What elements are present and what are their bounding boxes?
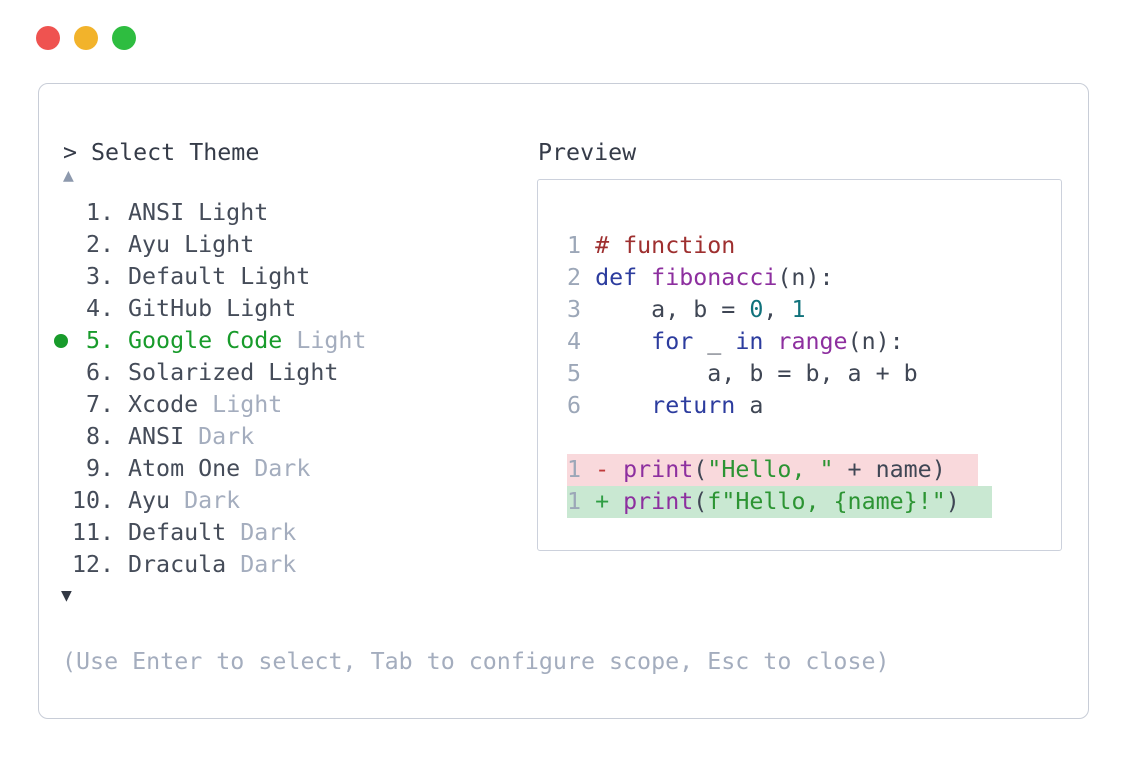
selection-marker	[53, 549, 72, 581]
theme-item-variant: Light	[282, 327, 367, 354]
prompt-caret: >	[63, 139, 78, 166]
close-button[interactable]	[36, 26, 60, 50]
theme-item-name: ANSI Light	[128, 199, 269, 226]
theme-item[interactable]: 4. GitHub Light	[39, 293, 499, 325]
theme-picker-window: > Select Theme Preview ▲ 1. ANSI Light 2.…	[38, 83, 1089, 719]
selection-marker	[53, 261, 72, 293]
theme-item[interactable]: 9. Atom One Dark	[39, 453, 499, 485]
theme-item-variant: Dark	[170, 487, 241, 514]
selection-marker	[53, 293, 72, 325]
theme-item-variant: Dark	[240, 455, 311, 482]
theme-item-number: 10.	[72, 487, 115, 514]
code-line: 5 a, b = b, a + b	[567, 360, 918, 387]
theme-item-name: Default	[128, 519, 227, 546]
minimize-button[interactable]	[74, 26, 98, 50]
selection-marker	[53, 325, 72, 357]
selection-marker	[53, 485, 72, 517]
theme-list: 1. ANSI Light 2. Ayu Light 3. Default Li…	[39, 197, 499, 581]
theme-item-name: Default Light	[128, 263, 311, 290]
theme-item-name: Ayu	[128, 487, 171, 514]
theme-item-number: 12.	[72, 551, 115, 578]
theme-item[interactable]: 7. Xcode Light	[39, 389, 499, 421]
diff-minus-sign: -	[595, 456, 610, 483]
theme-item[interactable]: 5. Google Code Light	[39, 325, 499, 357]
selection-marker	[53, 453, 72, 485]
theme-item-name: ANSI	[128, 423, 185, 450]
theme-item[interactable]: 11. Default Dark	[39, 517, 499, 549]
theme-item-name: Atom One	[128, 455, 241, 482]
theme-item-name: Dracula	[128, 551, 227, 578]
theme-item-name: Google Code	[128, 327, 283, 354]
selection-marker	[53, 517, 72, 549]
code-line: 3 a, b = 0, 1	[567, 296, 806, 323]
theme-item-number: 7.	[85, 391, 114, 418]
theme-item[interactable]: 3. Default Light	[39, 261, 499, 293]
theme-item-variant: Dark	[226, 551, 297, 578]
theme-item[interactable]: 8. ANSI Dark	[39, 421, 499, 453]
preview-panel: 1 # function 2 def fibonacci(n): 3 a, b = …	[537, 179, 1062, 551]
code-line: 2 def fibonacci(n):	[567, 264, 834, 291]
theme-item-number: 8.	[85, 423, 114, 450]
theme-item-name: GitHub Light	[128, 295, 297, 322]
scroll-up-icon[interactable]: ▲	[63, 165, 74, 186]
window-controls	[36, 26, 136, 50]
theme-item[interactable]: 2. Ayu Light	[39, 229, 499, 261]
theme-item-number: 9.	[85, 455, 114, 482]
selected-bullet-icon	[54, 334, 68, 348]
theme-item-name: Solarized Light	[128, 359, 339, 386]
theme-item-name: Xcode	[128, 391, 199, 418]
theme-item-variant: Light	[198, 391, 283, 418]
theme-item-number: 11.	[72, 519, 115, 546]
maximize-button[interactable]	[112, 26, 136, 50]
theme-item[interactable]: 6. Solarized Light	[39, 357, 499, 389]
picker-header: > Select Theme	[63, 137, 259, 169]
selection-marker	[53, 357, 72, 389]
picker-title: Select Theme	[91, 139, 260, 166]
theme-item-number: 6.	[85, 359, 114, 386]
selection-marker	[53, 197, 72, 229]
diff-line-removed: 1 - print("Hello, " + name)	[567, 454, 1051, 486]
selection-marker	[53, 389, 72, 421]
diff-plus-sign: +	[595, 488, 610, 515]
selection-marker	[53, 421, 72, 453]
theme-item-number: 5.	[85, 327, 114, 354]
theme-item-number: 2.	[85, 231, 114, 258]
preview-title: Preview	[538, 139, 637, 166]
theme-item[interactable]: 1. ANSI Light	[39, 197, 499, 229]
diff-line-added: 1 + print(f"Hello, {name}!")	[567, 486, 1051, 518]
preview-code: 1 # function 2 def fibonacci(n): 3 a, b = …	[567, 230, 1051, 518]
selection-marker	[53, 229, 72, 261]
theme-item-name: Ayu Light	[128, 231, 255, 258]
code-blank-line	[567, 422, 1051, 454]
theme-item-variant: Dark	[226, 519, 297, 546]
theme-item[interactable]: 12. Dracula Dark	[39, 549, 499, 581]
theme-item-number: 3.	[85, 263, 114, 290]
theme-item[interactable]: 10. Ayu Dark	[39, 485, 499, 517]
code-line: 1 # function	[567, 232, 736, 259]
theme-item-number: 1.	[85, 199, 114, 226]
scroll-down-icon[interactable]: ▼	[61, 585, 72, 606]
theme-item-number: 4.	[85, 295, 114, 322]
code-line: 4 for _ in range(n):	[567, 328, 904, 355]
theme-item-variant: Dark	[184, 423, 255, 450]
code-line: 6 return a	[567, 392, 764, 419]
keyboard-hint: (Use Enter to select, Tab to configure s…	[62, 648, 890, 675]
